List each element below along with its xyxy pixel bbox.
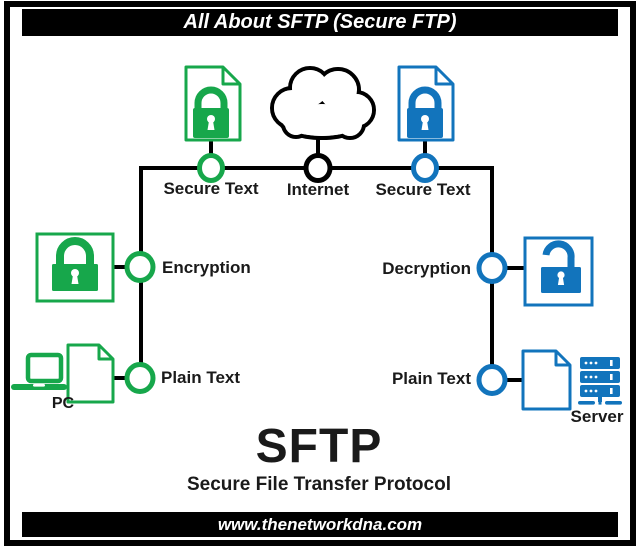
footer-banner: www.thenetworkdna.com <box>22 512 618 537</box>
label-decryption: Decryption <box>382 259 471 278</box>
server-rack-icon <box>578 357 622 405</box>
node-plain-text-left <box>124 362 156 394</box>
footer-website: www.thenetworkdna.com <box>217 514 423 534</box>
node-plain-text-right <box>476 364 508 396</box>
laptop-icon <box>11 352 67 390</box>
header-title: All About SFTP (Secure FTP) <box>183 11 457 33</box>
main-subtitle: Secure File Transfer Protocol <box>187 474 451 495</box>
closed-padlock-icon <box>35 232 115 303</box>
main-title: SFTP <box>255 420 383 473</box>
label-plain-text-left: Plain Text <box>161 368 241 387</box>
label-encryption: Encryption <box>162 258 251 277</box>
label-secure-text-left: Secure Text <box>163 179 259 198</box>
label-plain-text-right: Plain Text <box>391 369 471 388</box>
label-secure-text-right: Secure Text <box>375 180 471 199</box>
label-pc: PC <box>51 395 75 412</box>
open-padlock-icon <box>523 236 594 307</box>
node-internet <box>303 153 333 183</box>
label-server: Server <box>570 407 624 426</box>
header-banner: All About SFTP (Secure FTP) <box>22 9 618 36</box>
file-left-icon <box>66 343 115 404</box>
label-internet: Internet <box>286 180 350 199</box>
cloud-icon <box>270 66 376 140</box>
file-right-icon <box>521 349 572 411</box>
node-decryption <box>476 252 508 284</box>
locked-file-left-icon <box>184 65 242 142</box>
node-secure-text-right <box>411 153 439 183</box>
node-encryption <box>124 251 156 283</box>
locked-file-right-icon <box>397 65 455 142</box>
outer-frame <box>4 1 636 546</box>
node-secure-text-left <box>197 153 225 183</box>
